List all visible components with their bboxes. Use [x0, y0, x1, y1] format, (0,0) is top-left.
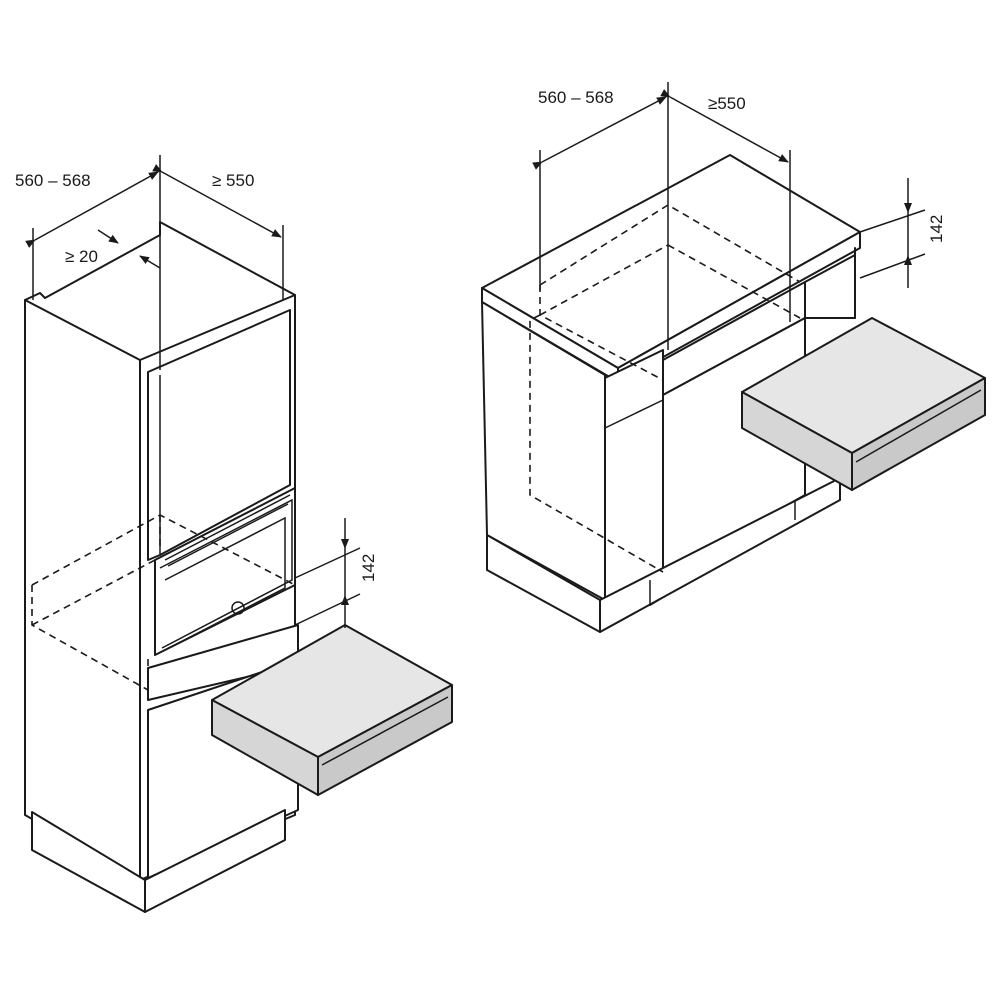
left-warming-drawer: [211, 624, 453, 796]
left-oven: [154, 487, 296, 656]
right-plinth-front: [599, 477, 841, 633]
right-warming-drawer: [741, 317, 986, 491]
right-dimensions: 560 – 568 ≥550 142: [532, 82, 946, 350]
right-drawer-height-label: 142: [927, 215, 946, 243]
right-oven-right: [804, 254, 856, 319]
right-depth-label: ≥550: [708, 94, 746, 113]
right-width-label: 560 – 568: [538, 88, 614, 107]
oven-knob-icon: [231, 601, 245, 615]
left-width-label: 560 – 568: [15, 171, 91, 190]
left-tall-cabinet: [24, 221, 299, 913]
left-depth-label: ≥ 550: [212, 171, 254, 190]
left-cabinet-side: [24, 299, 141, 881]
left-drawer-height-label: 142: [359, 554, 378, 582]
left-upper-door: [147, 309, 291, 561]
left-dimensions: 560 – 568 ≥ 550 ≥ 20 142: [15, 155, 378, 628]
left-gap-label: ≥ 20: [65, 247, 98, 266]
left-plinth-front: [144, 809, 286, 913]
